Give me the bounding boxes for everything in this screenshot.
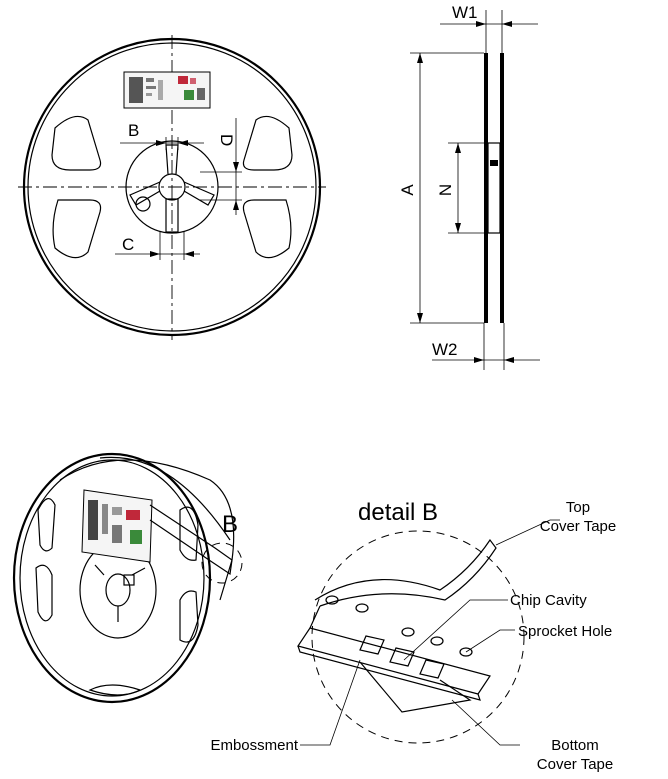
hub-slot-right — [183, 181, 215, 206]
dim-label-w2: W2 — [432, 340, 458, 359]
dim-label-c: C — [122, 235, 134, 254]
callout-sprocket-hole: Sprocket Hole — [518, 623, 612, 640]
callout-bottom-cover-tape: Cover Tape — [537, 756, 613, 773]
detail-b-circle — [201, 542, 243, 584]
callout-top: Top — [566, 499, 590, 516]
reel-perspective-view — [12, 452, 243, 704]
hub-outer — [125, 140, 219, 234]
detail-circle — [311, 530, 525, 744]
perspective-rim-top — [99, 456, 231, 541]
dim-label-w1: W1 — [452, 3, 478, 22]
callout-embossment: Embossment — [210, 737, 298, 754]
perspective-rim-back — [59, 459, 235, 601]
perspective-front-flange — [12, 452, 212, 704]
reel-label-sticker — [123, 71, 211, 109]
perspective-label-sticker — [81, 489, 153, 563]
hub-slot-left — [129, 181, 161, 206]
callout-chip-cavity: Chip Cavity — [510, 592, 587, 609]
left-upper-window — [51, 115, 102, 171]
dim-label-b: B — [128, 121, 139, 140]
detail-ref-b: B — [222, 511, 238, 538]
chip-cavity — [389, 647, 415, 667]
reel-front-view — [18, 35, 326, 340]
reel-side-view — [410, 10, 540, 370]
bottom-cover-tape — [359, 661, 472, 713]
detail-b-view — [297, 519, 560, 746]
hub-section — [487, 142, 501, 234]
left-flange — [484, 53, 488, 323]
dim-label-d: D — [217, 134, 236, 146]
dim-label-a: A — [398, 184, 417, 196]
detail-title: detail B — [358, 499, 438, 526]
sprocket-hole — [459, 647, 473, 657]
hub-slot-bottom — [165, 198, 179, 233]
right-upper-window — [242, 115, 293, 171]
carrier-tape — [297, 627, 491, 695]
right-flange — [500, 53, 504, 323]
hub-spindle-hole — [158, 173, 186, 201]
callout-top-cover-tape: Cover Tape — [540, 518, 616, 535]
callout-bottom: Bottom — [551, 737, 599, 754]
hub-slot-top — [165, 144, 179, 175]
left-lower-window — [52, 199, 102, 259]
right-lower-window — [242, 199, 292, 259]
dim-label-n: N — [436, 184, 455, 196]
top-cover-tape — [314, 538, 497, 607]
